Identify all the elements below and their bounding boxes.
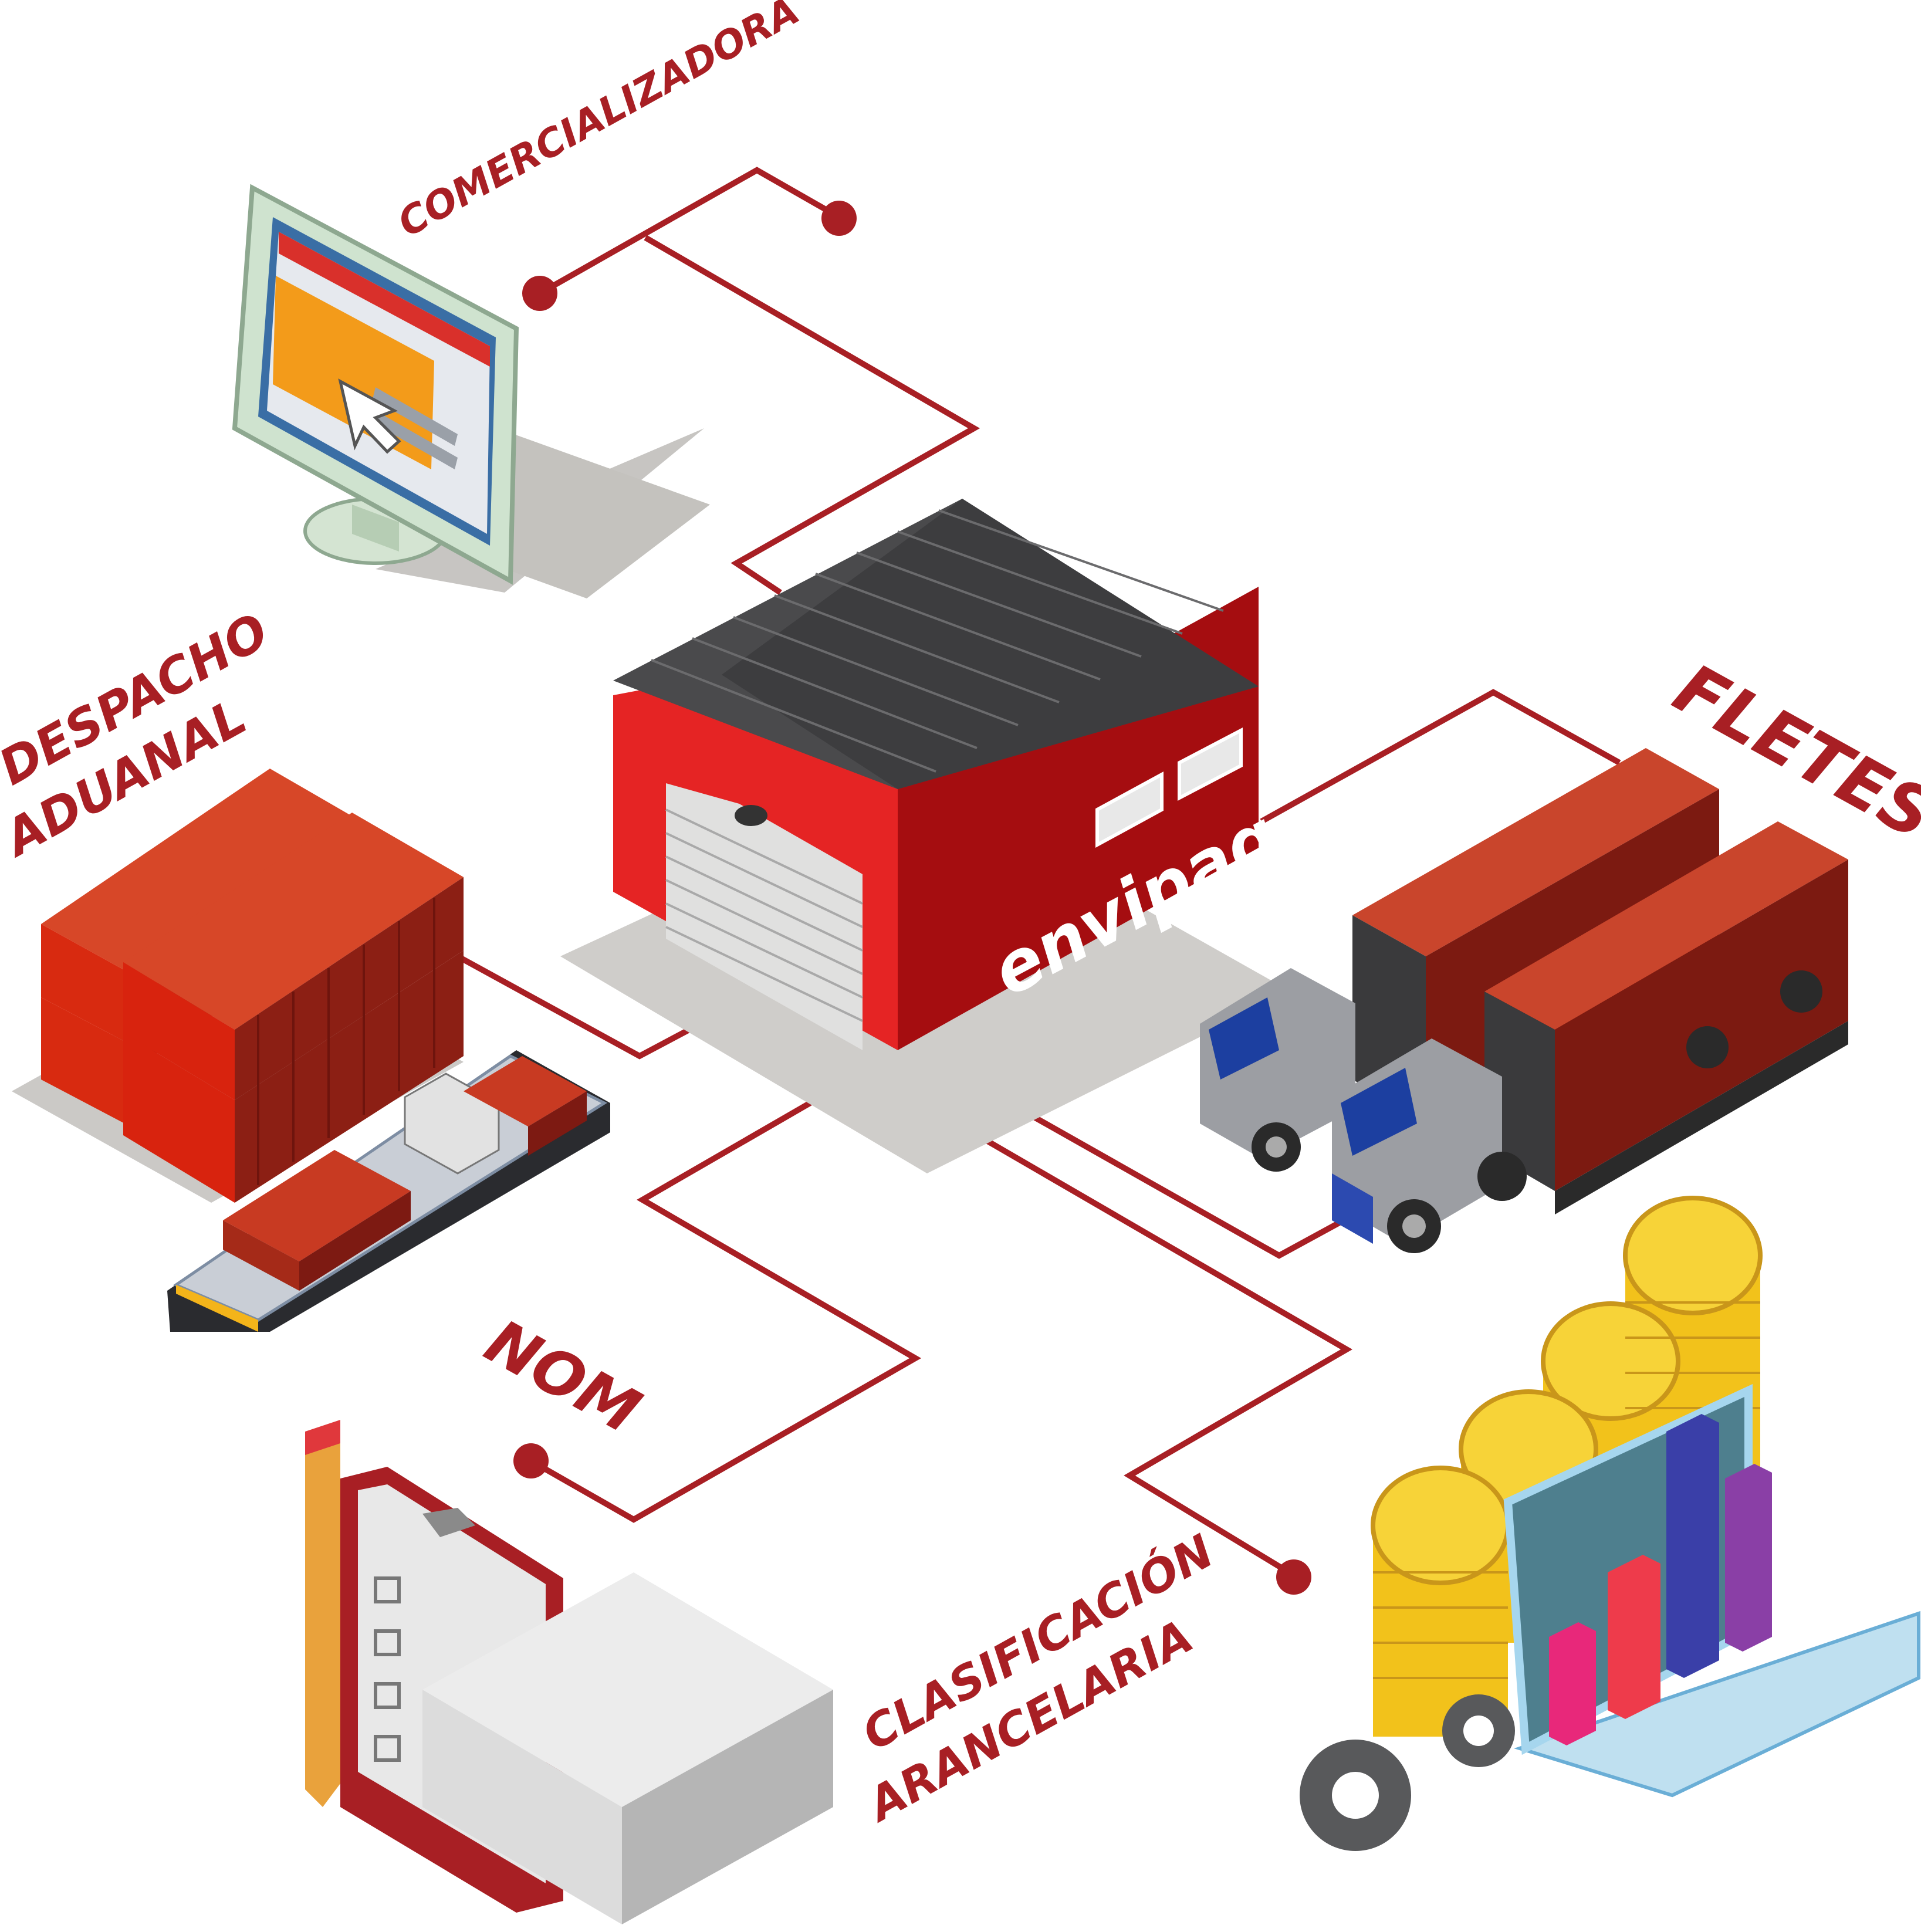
connector-finance: [961, 1124, 1352, 1578]
monitor-icon: [232, 184, 710, 598]
truck-icon: [1200, 748, 1848, 1253]
connector-comercializadora: [538, 167, 841, 296]
connector-fletes-top: [1260, 689, 1621, 824]
warehouse-lamp: [735, 805, 767, 826]
cargo-ship-icon: [167, 1050, 610, 1332]
connector-dot: [821, 201, 857, 236]
connector-dot: [1276, 1559, 1311, 1595]
connector-monitor-warehouse: [644, 235, 980, 595]
label-nom: NOM: [474, 1305, 652, 1447]
label-comercializadora: COMERCIALIZADORA: [390, 0, 807, 246]
chart-bar: [1666, 1414, 1719, 1678]
connector-nom: [529, 1077, 922, 1523]
connector-dot: [513, 1443, 549, 1478]
pencil-icon: [305, 1420, 340, 1807]
cursor-icon: [338, 378, 401, 454]
connector-dot: [522, 276, 557, 311]
ship-containers: [223, 1056, 587, 1291]
connector-dots: [513, 201, 1311, 1595]
connector-fletes-bottom: [1007, 1100, 1345, 1259]
containers-icon: [12, 769, 464, 1203]
ship-bridge: [404, 1072, 500, 1175]
warehouse-door: [666, 783, 863, 1050]
chart-bar: [1549, 1622, 1596, 1745]
chart-bar: [1608, 1555, 1660, 1719]
warehouse-icon: envipaq: [560, 499, 1291, 1173]
warehouse-window: [1178, 728, 1243, 801]
laptop-base: [1514, 1610, 1920, 1798]
connector-lines: [456, 167, 1621, 1578]
chart-bar: [1725, 1464, 1772, 1652]
gears-icon: [1300, 1694, 1515, 1851]
box-icon: [422, 1572, 833, 1924]
warehouse-window: [1095, 771, 1164, 848]
laptop-chart-icon: [1503, 1384, 1920, 1798]
